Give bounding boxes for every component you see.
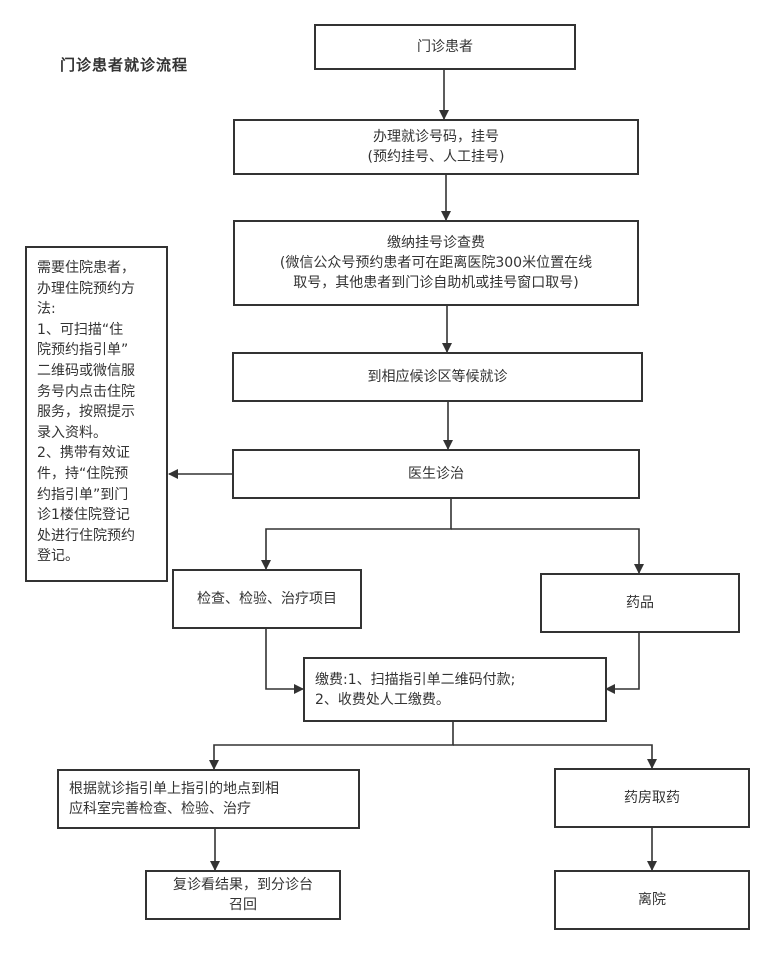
node-medicine: 药品 [540,573,740,633]
diagram-title: 门诊患者就诊流程 [60,56,189,74]
node-payment: 缴费:1、扫描指引单二维码付款; 2、收费处人工缴费。 [303,657,607,722]
node-waiting: 到相应候诊区等候就诊 [232,352,643,402]
node-pay-registration: 缴纳挂号诊查费 (微信公众号预约患者可在距离医院300米位置在线 取号，其他患者… [233,220,639,306]
node-medicine-label: 药品 [626,595,654,611]
arrow-doctor-exams [261,498,452,570]
side-note-hospitalization: 需要住院患者， 办理住院预约方 法: 1、可扫描“住 院预约指引单” 二维码或微… [25,246,168,582]
node-complete-exams-label: 根据就诊指引单上指引的地点到相 应科室完善检查、检验、治疗 [69,781,279,817]
node-payment-label: 缴费:1、扫描指引单二维码付款; 2、收费处人工缴费。 [315,671,516,708]
node-register-label: 办理就诊号码，挂号 (预约挂号、人工挂号) [367,129,505,165]
node-followup: 复诊看结果，到分诊台 召回 [145,870,341,920]
node-complete-exams: 根据就诊指引单上指引的地点到相 应科室完善检查、检验、治疗 [57,769,360,829]
arrow-payment-pharmacy [453,744,657,769]
node-pharmacy: 药房取药 [554,768,750,828]
node-leave: 离院 [554,870,750,930]
node-leave-label: 离院 [638,892,666,908]
node-register: 办理就诊号码，挂号 (预约挂号、人工挂号) [233,119,639,175]
node-doctor-label: 医生诊治 [408,466,464,482]
node-pay-registration-label: 缴纳挂号诊查费 (微信公众号预约患者可在距离医院300米位置在线 取号，其他患者… [279,235,593,291]
arrow-doctor-medicine [451,528,644,574]
node-exams: 检查、检验、治疗项目 [172,569,362,629]
arrow-payment-complete [209,721,454,770]
node-pharmacy-label: 药房取药 [624,790,680,806]
node-waiting-label: 到相应候诊区等候就诊 [367,369,508,385]
arrow-medicine-payment [605,632,640,694]
node-outpatient-label: 门诊患者 [417,39,473,55]
node-doctor: 医生诊治 [232,449,640,499]
node-exams-label: 检查、检验、治疗项目 [197,591,337,607]
arrow-exams-payment [265,628,304,694]
node-followup-label: 复诊看结果，到分诊台 召回 [173,877,313,913]
node-outpatient: 门诊患者 [314,24,576,70]
